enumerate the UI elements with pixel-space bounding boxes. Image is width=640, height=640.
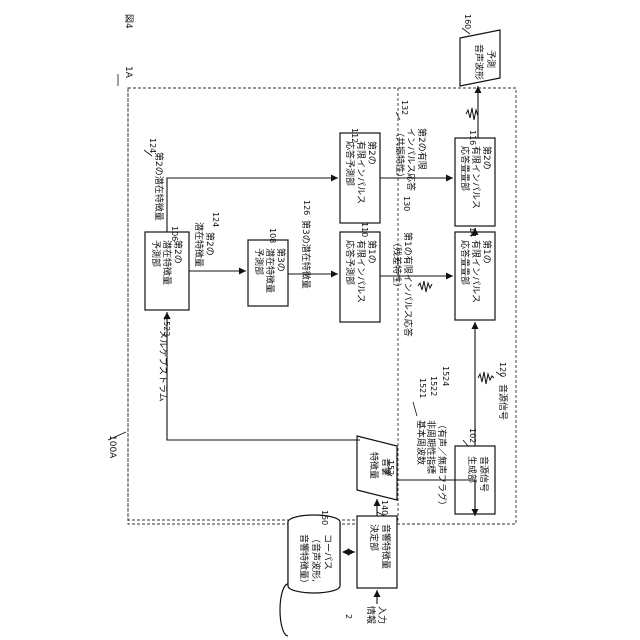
arrow-features-to-latent2 (167, 312, 360, 440)
svg-text:第2の: 第2の (172, 240, 184, 264)
latent3-predictor-ref: 108 (268, 228, 277, 243)
figure-label: 図4 (123, 14, 134, 29)
fir1-predictor-block: 第1の 有限インパルス 応答予測部 (340, 232, 380, 322)
latent2-predictor-block: 第2の 潜在特徴量 予測部 (145, 232, 189, 310)
latent2-middle-label-line2: 潜在特徴量 (193, 222, 205, 267)
svg-text:音声波形: 音声波形 (473, 44, 485, 80)
svg-text:応答畳畳部: 応答畳畳部 (459, 146, 471, 191)
latent2-upper-ref: 124 (148, 138, 157, 153)
svg-text:有限インパルス: 有限インパルス (355, 141, 367, 204)
input-label-line1: 入力 (376, 606, 388, 624)
aperiodicity-ref: 1522 (429, 376, 438, 396)
latent3-label: 第3の潜在特徴量 (300, 220, 312, 289)
fir2-conv-block: 第2の 有限インパルス 応答畳畳部 (455, 138, 495, 226)
feature-decision-ref: 140 (380, 500, 389, 515)
fir2-predictor-ref: 112 (350, 128, 359, 143)
svg-text:コーパス: コーパス (322, 534, 333, 570)
svg-text:第1の: 第1の (481, 240, 493, 264)
svg-text:生成部: 生成部 (466, 456, 478, 483)
fir1-response-label-line2: （残差特性） (391, 238, 403, 292)
voiced-flag-ref: 1524 (441, 366, 450, 386)
fir2-response-ref: 132 (400, 100, 409, 115)
svg-text:応答畳畳部: 応答畳畳部 (459, 240, 471, 285)
fir2-response-label-line3: （共振特性） (394, 128, 406, 182)
latent2-predictor-ref: 106 (170, 226, 179, 241)
source-waveform-glyph (478, 372, 494, 384)
mel-cepstrum-label: メルケプストラム (157, 330, 168, 402)
source-signal-label: 音源信号 (497, 384, 509, 420)
arrow-latent2-to-fir2pred (167, 178, 338, 232)
aperiodicity-label: 非周期性指標 (425, 420, 437, 474)
svg-text:音響特徴量: 音響特徴量 (380, 524, 392, 569)
latent2-upper-label: 第2の潜在特徴量 (153, 152, 165, 221)
latent2-middle-ref: 124 (211, 212, 220, 227)
input-label-line2: 情報 (365, 606, 377, 624)
fir2-conv-ref: 116 (468, 130, 477, 145)
fir1-response-label-line1: 第1の有限インパルス応答 (402, 232, 414, 337)
svg-text:決定部: 決定部 (368, 524, 380, 551)
fir2-predictor-block: 第2の 有限インパルス 応答予測部 (340, 133, 380, 223)
svg-text:潜在特徴量: 潜在特徴量 (161, 240, 173, 285)
fir1-response-ref: 130 (402, 196, 411, 211)
fir2-response-label-line2: インパルス応答 (405, 128, 417, 191)
svg-text:応答予測部: 応答予測部 (344, 240, 356, 285)
fir1-conv-block: 第1の 有限インパルス 応答畳畳部 (455, 232, 495, 320)
source-generator-ref: 102 (468, 428, 477, 443)
fir1conv-waveform-glyph (466, 108, 478, 120)
corpus-database: コーパス （音声波形, 音響特徴量） (280, 515, 340, 636)
svg-text:特徴量: 特徴量 (368, 452, 380, 479)
input-signal-ref: 2 (344, 614, 353, 619)
corpus-ref: 150 (320, 510, 329, 525)
svg-text:第2の: 第2の (481, 146, 493, 170)
system-ref-label: 1A (123, 66, 133, 79)
latent2-middle-label-line1: 第2の (204, 232, 216, 256)
fir1-predictor-ref: 110 (360, 222, 369, 237)
svg-text:音源信号: 音源信号 (478, 456, 490, 492)
fir2-response-label-line1: 第2の有限 (416, 128, 428, 170)
svg-text:予測: 予測 (485, 50, 497, 68)
svg-text:予測部: 予測部 (150, 240, 162, 267)
output-waveform-data: 予測 音声波形 (460, 30, 500, 86)
source-generator-ref-leader (463, 440, 468, 446)
svg-text:第3の: 第3の (275, 248, 287, 272)
latent3-ref: 126 (302, 200, 311, 215)
svg-text:応答予測部: 応答予測部 (344, 141, 356, 186)
f0-ref: 1521 (418, 378, 427, 398)
svg-text:潜在特徴量: 潜在特徴量 (264, 248, 276, 293)
svg-text:第1の: 第1の (366, 240, 378, 264)
feature-decision-block: 音響特徴量 決定部 (357, 516, 397, 588)
voiced-flag-label: （有声／無声フラグ） (436, 420, 448, 510)
svg-text:有限インパルス: 有限インパルス (470, 146, 482, 209)
svg-text:有限インパルス: 有限インパルス (355, 240, 367, 303)
svg-text:有限インパルス: 有限インパルス (470, 240, 482, 303)
fir1-waveform-glyph (418, 281, 432, 292)
f0-ref-leader (413, 402, 417, 416)
svg-text:音響特徴量）: 音響特徴量） (298, 534, 310, 588)
svg-text:（音声波形,: （音声波形, (310, 534, 322, 582)
source-signal-ref: 120 (498, 362, 507, 377)
svg-text:予測部: 予測部 (253, 248, 265, 275)
output-waveform-ref: 160 (463, 14, 472, 29)
svg-text:第2の: 第2の (366, 141, 378, 165)
latent3-predictor-block: 第3の 潜在特徴量 予測部 (248, 240, 288, 306)
